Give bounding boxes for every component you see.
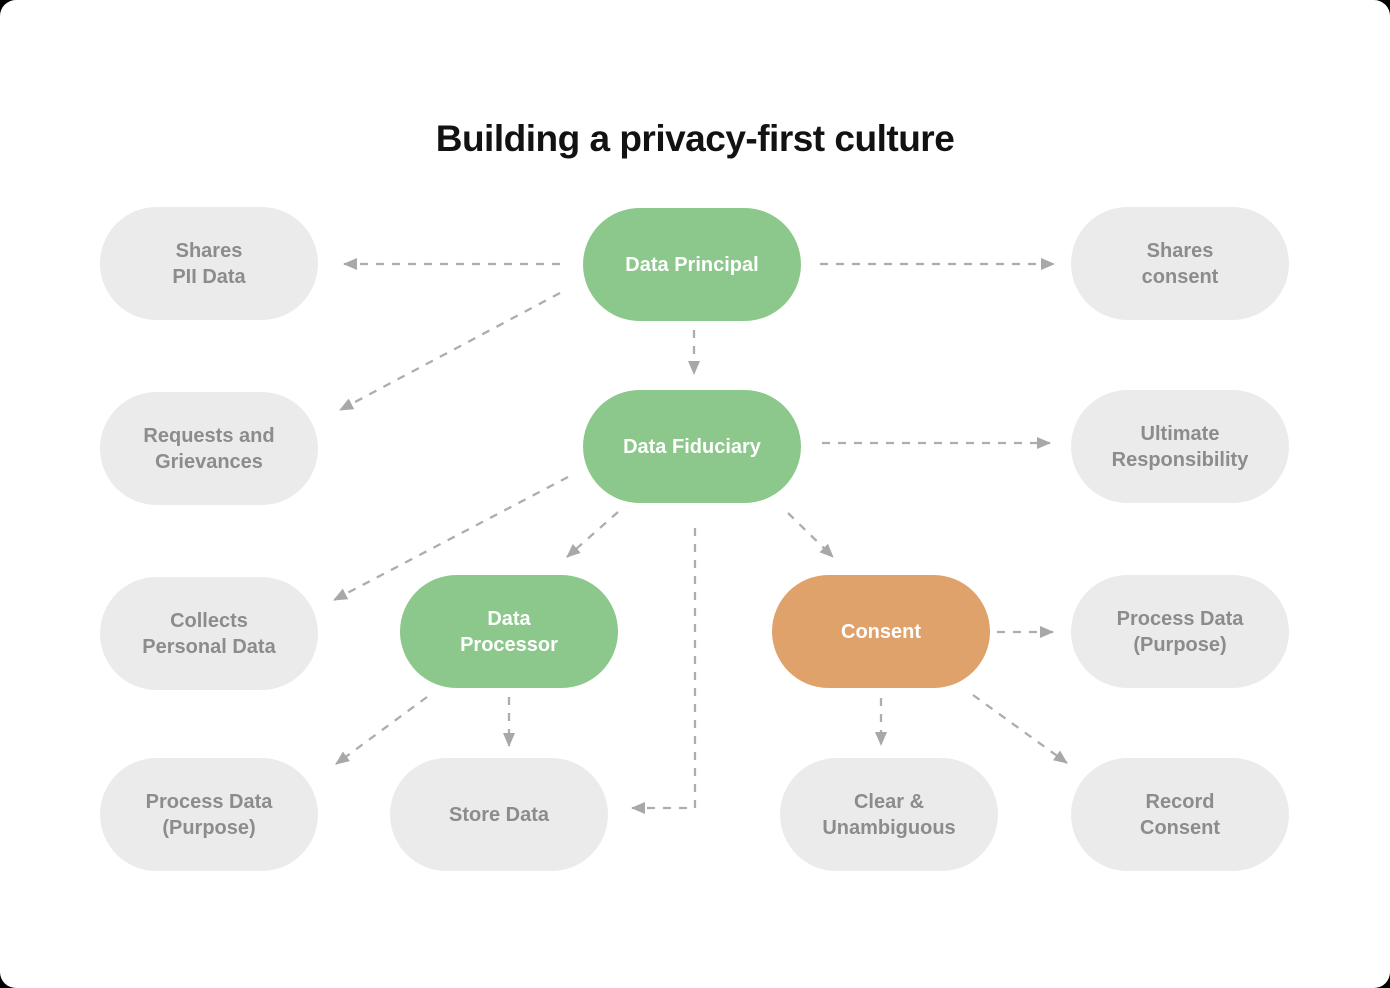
node-label: Ultimate Responsibility	[1111, 422, 1249, 471]
edge-data-principal-to-requests-and-grievances	[339, 291, 561, 412]
node-shares-consent: Shares consent	[1071, 207, 1289, 320]
edge-data-fiduciary-to-consent	[787, 512, 834, 558]
edge-data-fiduciary-to-data-processor	[566, 511, 619, 558]
node-store-data: Store Data	[390, 758, 608, 871]
edge-consent-to-record-consent	[972, 694, 1068, 764]
node-collects-personal-data: Collects Personal Data	[100, 577, 318, 690]
node-label: Shares PII Data	[172, 239, 246, 288]
node-label: Record Consent	[1140, 790, 1220, 839]
node-process-data-purpose-left: Process Data (Purpose)	[100, 758, 318, 871]
node-label: Process Data (Purpose)	[1116, 607, 1244, 656]
node-label: Data Principal	[625, 253, 759, 276]
node-label: Collects Personal Data	[142, 609, 276, 658]
node-clear-and-unambiguous: Clear & Unambiguous	[780, 758, 998, 871]
node-label: Data Processor	[460, 607, 558, 656]
node-ultimate-responsibility: Ultimate Responsibility	[1071, 390, 1289, 503]
node-label: Process Data (Purpose)	[145, 790, 273, 839]
node-record-consent: Record Consent	[1071, 758, 1289, 871]
node-shares-pii-data: Shares PII Data	[100, 207, 318, 320]
node-data-fiduciary: Data Fiduciary	[583, 390, 801, 503]
node-process-data-purpose-right: Process Data (Purpose)	[1071, 575, 1289, 688]
node-data-processor: Data Processor	[400, 575, 618, 688]
node-label: Requests and Grievances	[143, 424, 275, 473]
node-label: Store Data	[448, 803, 550, 826]
node-label: Consent	[841, 620, 921, 643]
node-requests-and-grievances: Requests and Grievances	[100, 392, 318, 505]
node-label: Clear & Unambiguous	[822, 790, 956, 839]
edge-data-fiduciary-to-store-data	[631, 528, 697, 814]
node-label: Shares consent	[1141, 239, 1219, 288]
node-consent: Consent	[772, 575, 990, 688]
page-title: Building a privacy-first culture	[435, 117, 955, 159]
node-label: Data Fiduciary	[623, 435, 761, 458]
edge-data-processor-to-process-data-purpose-left	[335, 696, 428, 765]
node-data-principal: Data Principal	[583, 208, 801, 321]
